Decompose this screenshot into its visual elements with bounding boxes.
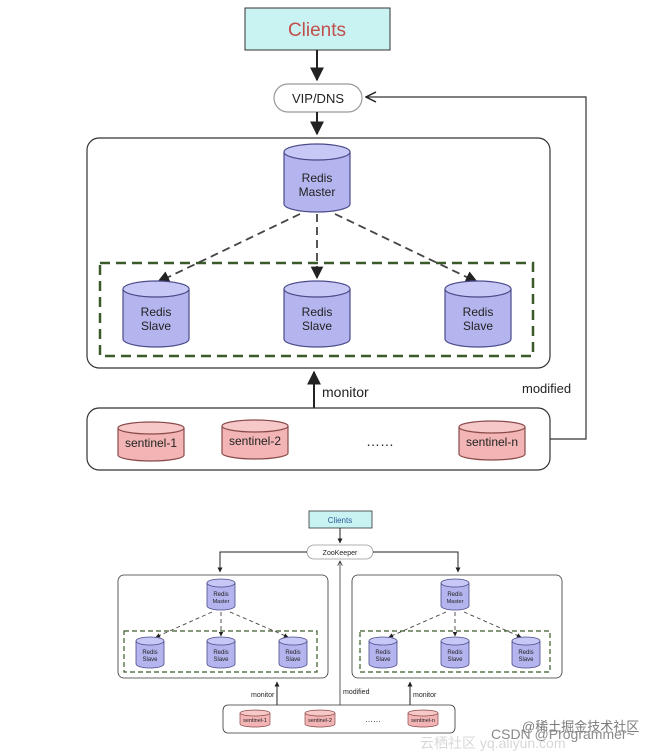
watermark-csdn: CSDN @Programmer~ [491,726,635,742]
sentinel-1-label: sentinel-1 [125,436,177,450]
bottom-sentinel-2-cylinder: sentinel-2 [304,709,336,728]
bottom-clients-label: Clients [328,516,352,525]
clients-box: Clients [244,7,391,51]
zk-to-right-group-arrow [373,551,461,573]
right-slave-group [359,630,551,673]
left-master-to-slave-3-arrow [229,611,289,638]
sentinel-2-cylinder: sentinel-2 [221,419,289,460]
right-cluster-container [351,574,563,679]
master-to-slave-3-arrow [334,213,479,283]
sentinel-ellipsis: …… [366,433,394,449]
left-master-label-line1: Redis [213,592,228,598]
right-master-label-line2: Master [447,599,464,605]
watermark-faint: 云栖社区 yq.aliyun.com [420,735,566,751]
left-redis-slave-1-cylinder: Redis Slave [135,636,165,669]
right-redis-slave-1-cylinder: Redis Slave [368,636,398,669]
bottom-right-monitor-label: monitor [413,692,437,699]
left-cluster-container [117,574,329,679]
clients-label: Clients [288,20,346,41]
right-slave-1-label-line2: Slave [375,657,391,663]
master-to-slave-1-arrow [156,213,301,283]
left-slave-2-label-line1: Redis [213,650,228,656]
slave-3-label-line1: Redis [463,305,494,319]
zookeeper-label: ZooKeeper [323,550,358,557]
left-master-label-line2: Master [213,599,230,605]
zookeeper-box: ZooKeeper [306,544,374,560]
vip-dns-label: VIP/DNS [292,91,344,106]
slave-2-label-line2: Slave [302,319,332,333]
cluster-container [86,137,551,369]
bottom-sentinel-container [222,704,456,734]
redis-slave-1-cylinder: Redis Slave [122,280,190,348]
sentinel-1-cylinder: sentinel-1 [117,421,185,462]
right-master-label-line1: Redis [447,592,462,598]
redis-slave-2-cylinder: Redis Slave [283,280,351,348]
top-diagram: Clients VIP/DNS Redis Master Redis [86,7,587,471]
bottom-modified-label: modified [343,689,370,696]
bottom-sentinel-ellipsis: …… [365,715,381,724]
right-redis-slave-3-cylinder: Redis Slave [511,636,541,669]
left-slave-3-label-line1: Redis [285,650,300,656]
left-slave-1-label-line1: Redis [142,650,157,656]
right-slave-2-label-line1: Redis [447,650,462,656]
right-master-to-slave-3-arrow [463,611,522,638]
zk-to-left-group-arrow [217,551,307,573]
left-slave-1-label-line2: Slave [142,657,158,663]
right-redis-master-cylinder: Redis Master [440,578,470,611]
sentinel-n-label: sentinel-n [466,435,518,449]
monitor-label: monitor [322,384,369,400]
left-slave-3-label-line2: Slave [285,657,301,663]
watermark-juejin: @稀土掘金技术社区 [522,719,640,734]
sentinel-n-cylinder: sentinel-n [458,420,526,461]
modified-arrow [366,97,587,440]
redis-slave-3-cylinder: Redis Slave [444,280,512,348]
slave-group [98,261,535,358]
bottom-diagram: Clients ZooKeeper Redis Master Redis Sla… [117,510,563,734]
right-slave-3-label-line1: Redis [518,650,533,656]
bottom-sentinel-n-label: sentinel-n [411,718,435,724]
bottom-sentinel-2-label: sentinel-2 [308,718,332,724]
slave-2-label-line1: Redis [302,305,333,319]
bottom-left-monitor-label: monitor [251,692,275,699]
left-master-to-slave-1-arrow [155,611,213,638]
slave-1-label-line2: Slave [141,319,171,333]
bottom-sentinel-n-cylinder: sentinel-n [407,709,439,728]
bottom-clients-box: Clients [308,510,373,529]
modified-label: modified [522,381,571,396]
left-redis-slave-3-cylinder: Redis Slave [278,636,308,669]
right-slave-1-label-line1: Redis [375,650,390,656]
slave-3-label-line2: Slave [463,319,493,333]
left-redis-slave-2-cylinder: Redis Slave [206,636,236,669]
left-slave-group [123,630,318,673]
left-redis-master-cylinder: Redis Master [206,578,236,611]
master-label-line1: Redis [302,171,333,185]
slave-1-label-line1: Redis [141,305,172,319]
bottom-sentinel-1-label: sentinel-1 [243,718,267,724]
sentinel-2-label: sentinel-2 [229,434,281,448]
redis-master-cylinder: Redis Master [283,143,351,213]
vip-dns-box: VIP/DNS [273,83,363,113]
bottom-sentinel-1-cylinder: sentinel-1 [239,709,271,728]
right-master-to-slave-1-arrow [388,611,447,638]
master-label-line2: Master [299,185,336,199]
right-slave-3-label-line2: Slave [518,657,534,663]
right-slave-2-label-line2: Slave [447,657,463,663]
right-redis-slave-2-cylinder: Redis Slave [440,636,470,669]
left-slave-2-label-line2: Slave [213,657,229,663]
